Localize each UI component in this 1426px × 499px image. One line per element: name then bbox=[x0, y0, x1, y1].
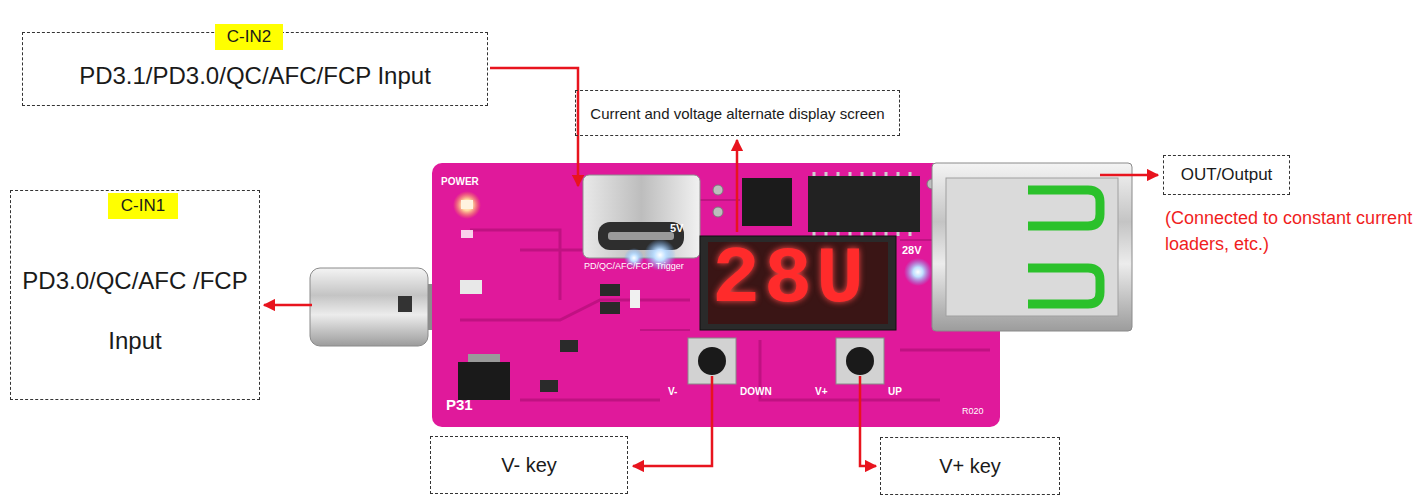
leader-arrow bbox=[264, 304, 312, 307]
callout-box: PD3.0/QC/AFC /FCP Input C-IN1 bbox=[10, 190, 260, 400]
pcb-board bbox=[432, 163, 1000, 427]
board-name: P31 bbox=[446, 396, 473, 413]
plug-window bbox=[398, 296, 412, 312]
box-text: C-IN1 bbox=[121, 196, 165, 216]
receptacle-tongue bbox=[608, 232, 674, 240]
box-text: C-IN2 bbox=[227, 27, 271, 47]
usb-c-plug bbox=[310, 268, 428, 346]
smd-part bbox=[600, 284, 620, 296]
smd-part bbox=[560, 340, 578, 352]
power-led bbox=[461, 200, 473, 209]
usb-c-receptacle bbox=[583, 175, 700, 258]
smd-part bbox=[461, 230, 473, 238]
ic-chip bbox=[742, 178, 792, 226]
port-tag: C-IN1 bbox=[108, 193, 178, 219]
box-text: V- key bbox=[501, 454, 557, 477]
green-tab bbox=[1028, 190, 1100, 226]
callout-box: V+ key bbox=[880, 437, 1060, 495]
ic-chip bbox=[808, 176, 920, 232]
callout-box: Current and voltage alternate display sc… bbox=[575, 90, 900, 136]
silkscreen-label: DOWN bbox=[740, 386, 772, 397]
via-hole bbox=[713, 207, 723, 217]
leader-arrow bbox=[736, 140, 739, 232]
silkscreen-label: 28V bbox=[902, 244, 922, 256]
callout-box: OUT/Output bbox=[1163, 155, 1290, 195]
note-text: (Connected to constant current loaders, … bbox=[1165, 205, 1415, 257]
box-text: PD3.0/QC/AFC /FCP Input bbox=[21, 251, 249, 371]
regulator bbox=[458, 362, 510, 400]
seven-segment-display bbox=[700, 236, 896, 330]
silkscreen-label: UP bbox=[888, 386, 902, 397]
switch-cap bbox=[698, 347, 726, 375]
led-glow bbox=[904, 258, 932, 286]
via-hole bbox=[713, 185, 723, 195]
silkscreen-label: R020 bbox=[962, 406, 984, 416]
silkscreen-label: PD/QC/AFC/FCP Trigger bbox=[584, 261, 684, 271]
usb-a-port bbox=[932, 163, 1132, 331]
leader-arrow bbox=[860, 376, 876, 466]
display-digits: 28U bbox=[712, 236, 868, 324]
silkscreen-label: V- bbox=[668, 386, 677, 397]
silkscreen-label: POWER bbox=[441, 176, 479, 187]
leader-arrow bbox=[633, 376, 712, 466]
pcb-trace bbox=[460, 230, 990, 400]
smd-part bbox=[540, 380, 558, 392]
callout-box: PD3.1/PD3.0/QC/AFC/FCP InputC-IN2 bbox=[22, 32, 488, 106]
box-text: OUT/Output bbox=[1181, 165, 1273, 185]
silkscreen-label: V+ bbox=[815, 386, 828, 397]
silkscreen-label: 5V bbox=[670, 222, 683, 234]
green-tab bbox=[1028, 268, 1100, 304]
leader-arrow bbox=[1100, 174, 1158, 177]
ic-pins bbox=[814, 172, 910, 236]
led-glow bbox=[453, 191, 481, 219]
port-tag: C-IN2 bbox=[215, 24, 283, 50]
leader-arrow bbox=[490, 68, 578, 186]
switch-cap bbox=[846, 347, 874, 375]
box-text: V+ key bbox=[939, 455, 1001, 478]
callout-box: V- key bbox=[430, 436, 628, 494]
port-inner bbox=[946, 178, 1118, 316]
box-text: PD3.1/PD3.0/QC/AFC/FCP Input bbox=[79, 62, 431, 90]
leader-lines bbox=[264, 68, 1158, 466]
smd-part bbox=[630, 290, 640, 308]
smd-part bbox=[600, 302, 620, 314]
smd-part bbox=[460, 280, 482, 294]
box-text: Current and voltage alternate display sc… bbox=[590, 105, 884, 122]
